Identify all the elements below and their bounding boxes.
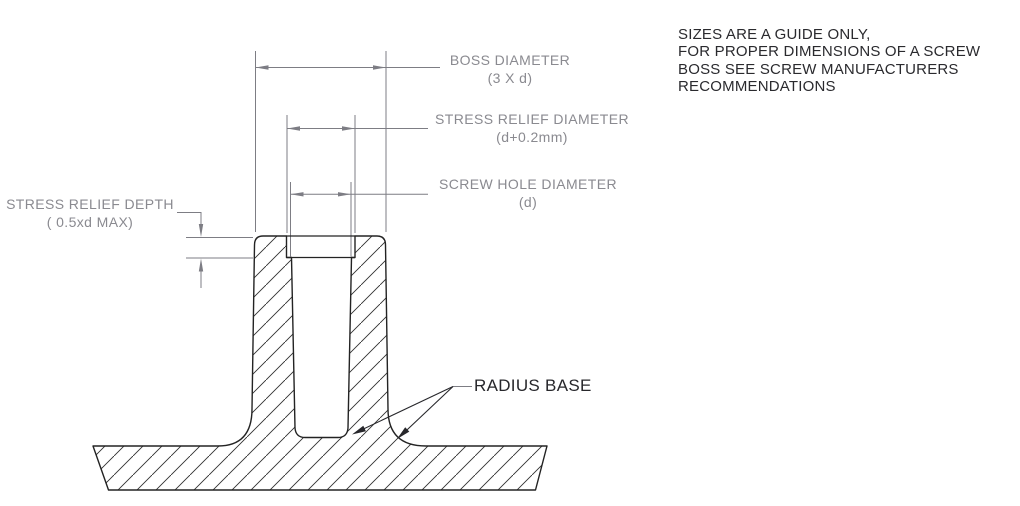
stress-relief-depth-value: ( 0.5xd MAX) (46, 214, 134, 230)
arrowhead (342, 126, 355, 131)
arrowhead (373, 65, 386, 70)
boss-diameter-value: (3 X d) (487, 70, 533, 86)
screw-hole-diameter-label: SCREW HOLE DIAMETER (d) (408, 175, 648, 211)
depth-leader (177, 212, 202, 224)
screw-hole-diameter-value: (d) (518, 194, 538, 210)
arrowhead (338, 192, 351, 197)
dimension-linework (177, 51, 472, 387)
radius-base-leader-b (399, 386, 454, 437)
arrowhead (255, 65, 269, 70)
dimension-arrowheads (198, 65, 386, 272)
arrowhead (397, 427, 410, 439)
note-line-2: FOR PROPER DIMENSIONS OF A SCREW (678, 43, 981, 61)
stress-relief-diameter-title: STRESS RELIEF DIAMETER (435, 111, 629, 127)
arrowhead (198, 258, 204, 272)
advisory-note: SIZES ARE A GUIDE ONLY, FOR PROPER DIMEN… (678, 26, 980, 96)
stress-relief-diameter-label: STRESS RELIEF DIAMETER (d+0.2mm) (412, 110, 652, 146)
arrowhead (352, 425, 366, 435)
screw-hole-diameter-title: SCREW HOLE DIAMETER (439, 176, 617, 192)
note-line-3: BOSS SEE SCREW MANUFACTURERS (678, 60, 959, 78)
note-line-1: SIZES ARE A GUIDE ONLY, (678, 26, 871, 43)
boss-section-outline (92, 235, 548, 491)
stress-relief-depth-title: STRESS RELIEF DEPTH (6, 196, 174, 212)
section-far-edges (286, 235, 355, 259)
note-line-4: RECOMMENDATIONS (678, 78, 836, 96)
stress-relief-depth-label: STRESS RELIEF DEPTH ( 0.5xd MAX) (0, 195, 180, 231)
arrowhead (198, 224, 204, 237)
boss-diameter-label: BOSS DIAMETER (3 X d) (390, 51, 630, 87)
radius-base-leader-a (354, 386, 454, 434)
arrowhead (287, 126, 300, 131)
radius-base-leaders (352, 386, 454, 439)
boss-diameter-title: BOSS DIAMETER (449, 52, 571, 68)
stress-relief-diameter-value: (d+0.2mm) (496, 129, 568, 145)
radius-base-label: RADIUS BASE (474, 376, 592, 395)
arrowhead (290, 192, 304, 197)
